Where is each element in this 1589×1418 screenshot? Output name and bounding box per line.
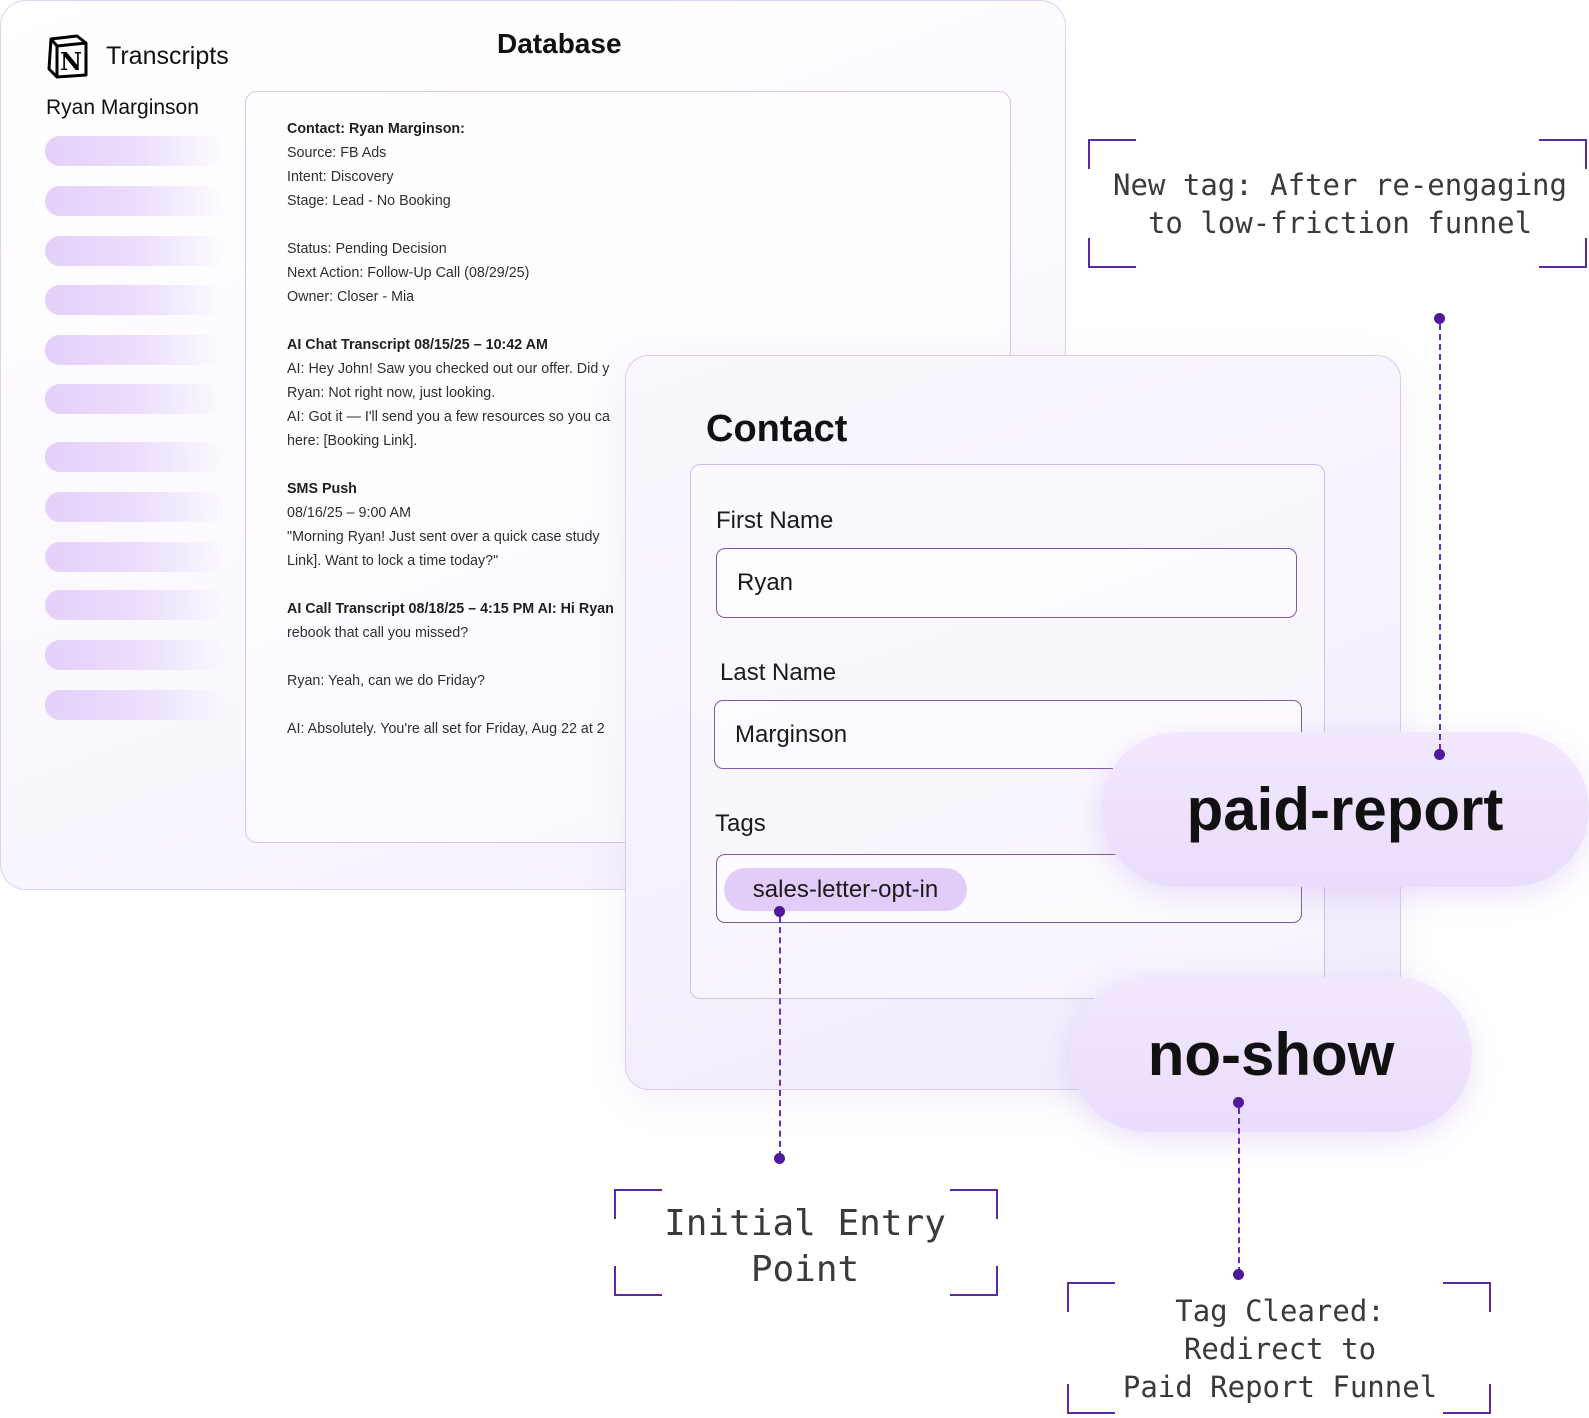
bracket-corner	[950, 1266, 998, 1296]
bracket-corner	[1443, 1282, 1491, 1312]
transcript-line: Ryan: Yeah, can we do Friday?	[287, 673, 485, 689]
first-name-value: Ryan	[737, 569, 794, 596]
transcript-line: Intent: Discovery	[287, 169, 394, 185]
no-show-tag-pill[interactable]: no-show	[1070, 977, 1472, 1132]
callout-initial-entry-text: Initial Entry Point	[664, 1203, 946, 1290]
bracket-corner	[1067, 1384, 1115, 1414]
transcript-line: Ryan: Not right now, just looking.	[287, 385, 496, 401]
sidebar-placeholder-bar[interactable]	[45, 186, 225, 216]
sidebar-placeholder-bar[interactable]	[45, 384, 225, 414]
connector-dot	[1434, 313, 1445, 324]
app-name: Transcripts	[106, 42, 229, 70]
last-name-label: Last Name	[720, 659, 837, 686]
tag-chip-sales-letter-opt-in[interactable]: sales-letter-opt-in	[724, 868, 967, 911]
connector-dot	[774, 906, 785, 917]
sidebar-placeholder-bar[interactable]	[45, 492, 225, 522]
notion-logo-icon: N	[47, 34, 88, 79]
last-name-value: Marginson	[735, 721, 848, 748]
bracket-corner	[614, 1189, 662, 1219]
transcript-line: "Morning Ryan! Just sent over a quick ca…	[287, 529, 600, 545]
transcript-line: 08/16/25 – 9:00 AM	[287, 505, 412, 521]
bracket-corner	[1067, 1282, 1115, 1312]
sidebar-placeholder-bar[interactable]	[45, 136, 225, 166]
transcript-line: Contact: Ryan Marginson:	[287, 121, 465, 137]
bracket-corner	[1088, 238, 1136, 268]
connector-dot	[1434, 749, 1445, 760]
sidebar-placeholder-bar[interactable]	[45, 285, 225, 315]
callout-tag-cleared-text: Tag Cleared: Redirect to Paid Report Fun…	[1122, 1294, 1438, 1404]
transcript-line: AI: Hey John! Saw you checked out our of…	[287, 361, 610, 377]
connector-line	[779, 917, 781, 1157]
transcript-line: Next Action: Follow-Up Call (08/29/25)	[287, 265, 530, 281]
transcript-line: AI Chat Transcript 08/15/25 – 10:42 AM	[287, 337, 548, 353]
database-title: Database	[497, 28, 622, 59]
transcript-line: Stage: Lead - No Booking	[287, 193, 451, 209]
transcript-line: SMS Push	[287, 481, 357, 497]
sidebar-placeholder-bar[interactable]	[45, 542, 225, 572]
first-name-label: First Name	[716, 507, 834, 534]
connector-dot	[774, 1153, 785, 1164]
sidebar-contact-name[interactable]: Ryan Marginson	[46, 96, 199, 119]
first-name-field[interactable]: Ryan	[716, 548, 1297, 618]
transcript-line: here: [Booking Link].	[287, 433, 418, 449]
bracket-corner	[1539, 238, 1587, 268]
sidebar-placeholder-bar[interactable]	[45, 640, 225, 670]
connector-dot	[1233, 1269, 1244, 1280]
transcript-line: AI Call Transcript 08/18/25 – 4:15 PM AI…	[287, 601, 614, 617]
sidebar-placeholder-bar[interactable]	[45, 236, 225, 266]
sidebar-placeholder-bar[interactable]	[45, 442, 225, 472]
connector-line	[1238, 1108, 1240, 1273]
sidebar-placeholder-bar[interactable]	[45, 590, 225, 620]
transcript-line: Source: FB Ads	[287, 145, 387, 161]
transcript-line: AI: Absolutely. You're all set for Frida…	[287, 721, 605, 737]
transcript-line: AI: Got it — I'll send you a few resourc…	[287, 409, 610, 425]
contact-title: Contact	[706, 408, 848, 450]
sidebar-placeholder-bar[interactable]	[45, 690, 225, 720]
connector-dot	[1233, 1097, 1244, 1108]
bracket-corner	[614, 1266, 662, 1296]
callout-new-tag-text: New tag: After re-engaging to low-fricti…	[1113, 168, 1567, 240]
bracket-corner	[1443, 1384, 1491, 1414]
transcript-line: rebook that call you missed?	[287, 625, 469, 641]
transcript-text: Contact: Ryan Marginson: Source: FB Ads …	[287, 117, 627, 741]
sidebar-placeholder-bar[interactable]	[45, 335, 225, 365]
transcript-line: Owner: Closer - Mia	[287, 289, 415, 305]
tags-label: Tags	[715, 810, 766, 837]
transcript-line: Link]. Want to lock a time today?"	[287, 553, 499, 569]
svg-text:N: N	[60, 47, 82, 76]
paid-report-tag-pill[interactable]: paid-report	[1101, 732, 1589, 887]
connector-line	[1439, 324, 1441, 750]
bracket-corner	[1088, 139, 1136, 169]
bracket-corner	[950, 1189, 998, 1219]
transcript-line: Status: Pending Decision	[287, 241, 447, 257]
bracket-corner	[1539, 139, 1587, 169]
